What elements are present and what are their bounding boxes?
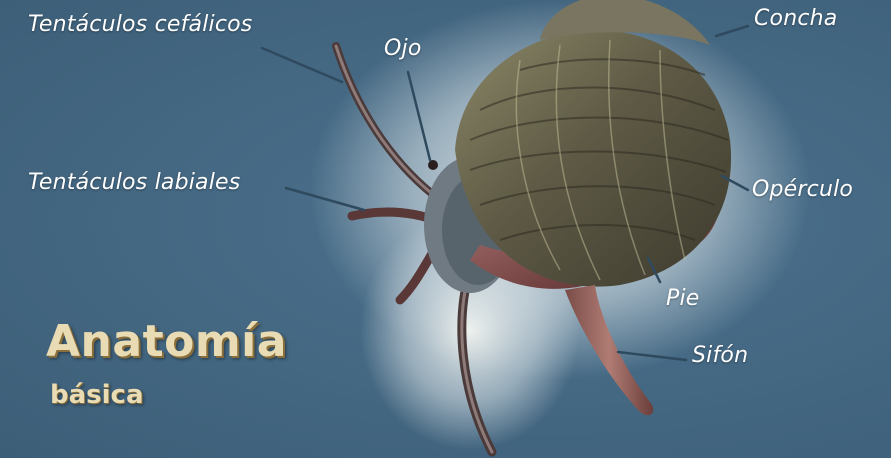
label-head-tentacles: Tentáculos cefálicos — [28, 12, 252, 37]
label-shell: Concha — [754, 6, 838, 31]
label-foot: Pie — [666, 286, 700, 311]
label-operculum: Opérculo — [752, 177, 853, 202]
diagram-title: Anatomía — [46, 316, 287, 367]
label-siphon: Sifón — [692, 343, 748, 368]
label-labial-tentacles: Tentáculos labiales — [28, 170, 240, 195]
leader-line-shell — [716, 26, 748, 36]
label-eye: Ojo — [384, 36, 422, 61]
eye-dot — [428, 160, 438, 170]
diagram-subtitle: básica — [50, 380, 144, 410]
leader-line-head-tentacles — [262, 48, 342, 82]
